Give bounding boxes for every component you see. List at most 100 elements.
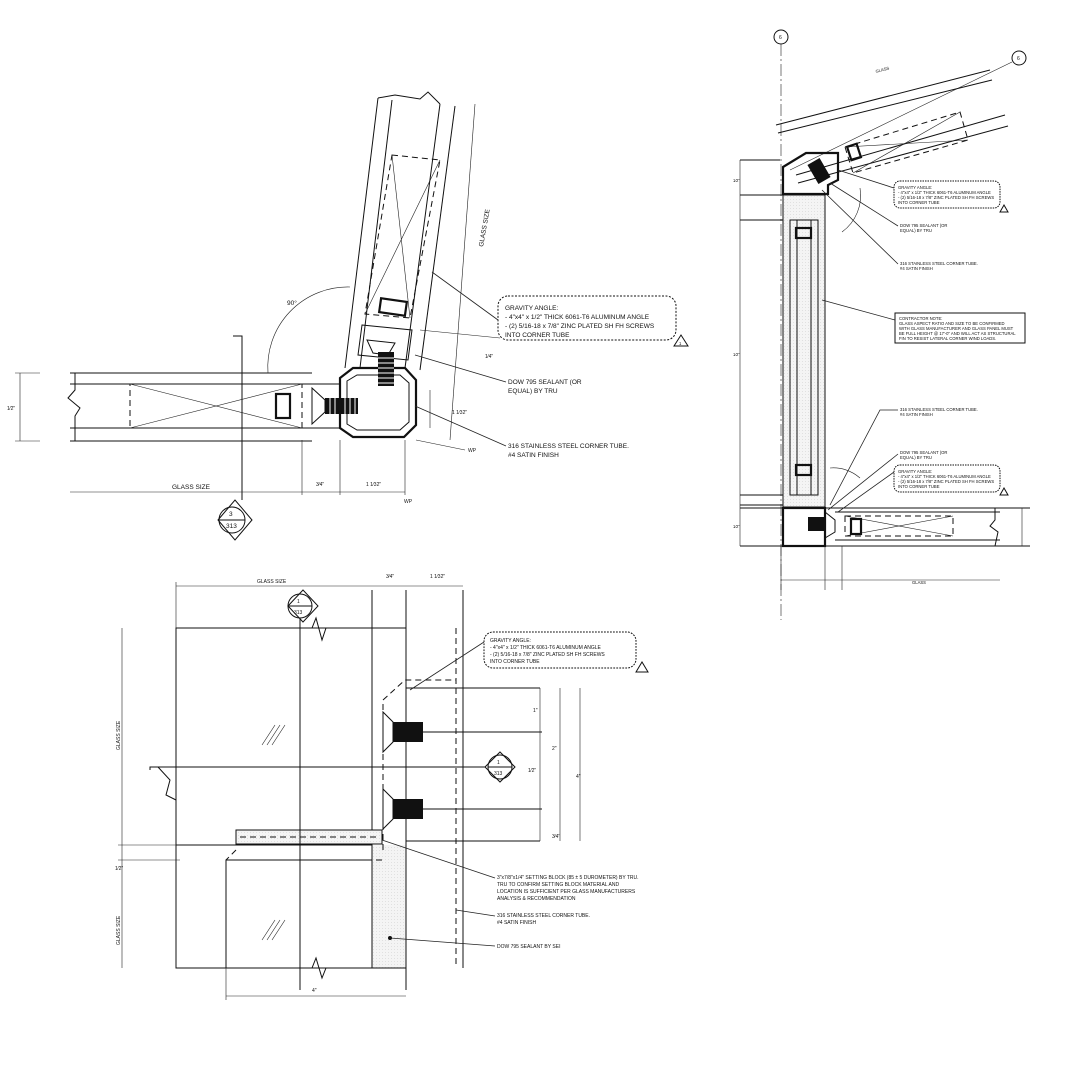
svg-text:GRAVITY ANGLE:: GRAVITY ANGLE: xyxy=(898,469,932,474)
svg-text:INTO CORNER TUBE: INTO CORNER TUBE xyxy=(490,659,540,665)
section-sheet: 313 xyxy=(226,523,237,530)
glass-size-label-vertical: GLASS SIZE xyxy=(478,208,492,247)
grid-bubble-2: 6 xyxy=(1011,50,1027,66)
svg-text:316 STAINLESS STEEL CORNER TUB: 316 STAINLESS STEEL CORNER TUBE. xyxy=(900,261,978,266)
corner-tube-bottom: GLASS xyxy=(740,506,1030,585)
angled-glass-top: GLASS xyxy=(775,65,1009,184)
svg-text:4": 4" xyxy=(576,774,581,780)
svg-text:313: 313 xyxy=(294,610,303,616)
svg-text:INTO CORNER TUBE: INTO CORNER TUBE xyxy=(898,200,940,205)
dim-c: 3⁄4" xyxy=(316,482,324,488)
svg-text:#4 SATIN FINISH: #4 SATIN FINISH xyxy=(900,266,933,271)
svg-text:DOW 795 SEALANT (OR: DOW 795 SEALANT (OR xyxy=(508,379,582,386)
svg-text:313: 313 xyxy=(494,771,503,777)
svg-text:EQUAL) BY TRU: EQUAL) BY TRU xyxy=(508,388,558,395)
detail-1-corner-plan: 90° 3 313 GLASS SIZE 3⁄4" 1 1⁄32" WP 1⁄2… xyxy=(7,91,689,541)
svg-text:3⁄4": 3⁄4" xyxy=(386,574,394,580)
glass-label-top: GLASS xyxy=(875,65,890,73)
svg-text:- (2) 5/16-18 x 7/8" ZINC PLAT: - (2) 5/16-18 x 7/8" ZINC PLATED SH FH S… xyxy=(505,323,655,330)
note-tube-2: 316 STAINLESS STEEL CORNER TUBE. #4 SATI… xyxy=(900,407,978,417)
dim-b: 1 1⁄32" xyxy=(452,410,467,416)
corner-tube xyxy=(338,366,418,439)
svg-text:WITH GLASS MANUFACTURER AND GL: WITH GLASS MANUFACTURER AND GLASS PANEL … xyxy=(899,326,1014,331)
angle-label: 90° xyxy=(287,299,297,307)
note-setting-block: 3"x7/8"x1/4" SETTING BLOCK (85 ± 5 DUROM… xyxy=(497,875,639,902)
angle-arc xyxy=(267,286,351,374)
svg-text:316 STAINLESS STEEL CORNER TUB: 316 STAINLESS STEEL CORNER TUBE. xyxy=(900,407,978,412)
svg-text:#4 SATIN FINISH: #4 SATIN FINISH xyxy=(497,920,536,926)
dim-mid: 1⁄2" xyxy=(733,352,740,357)
svg-text:1⁄2": 1⁄2" xyxy=(528,768,536,774)
svg-text:316 STAINLESS STEEL CORNER TUB: 316 STAINLESS STEEL CORNER TUBE. xyxy=(497,913,590,919)
svg-text:1⁄2": 1⁄2" xyxy=(115,866,123,872)
glass-size-label-horizontal: GLASS SIZE xyxy=(172,484,211,491)
detail-2-corner-section: 6 6 GLASS xyxy=(733,29,1030,620)
section-marker-3[interactable]: 3 313 xyxy=(217,499,253,541)
svg-text:DOW 795 SEALANT (OR: DOW 795 SEALANT (OR xyxy=(900,450,947,455)
glass-label-bottom: GLASS xyxy=(912,580,926,585)
note-sealant: DOW 795 SEALANT (OR EQUAL) BY TRU xyxy=(508,379,582,395)
svg-text:GLASS SIZE: GLASS SIZE xyxy=(116,720,122,750)
svg-text:FIN TO RESIST LATERAL CORNER W: FIN TO RESIST LATERAL CORNER WIND LOADS. xyxy=(899,336,996,341)
dim-d: 1 1⁄32" xyxy=(366,482,381,488)
vertical-glass xyxy=(782,194,826,508)
svg-text:INTO CORNER TUBE: INTO CORNER TUBE xyxy=(505,332,570,339)
detail-3-corner-elevation: 1 313 1 313 GLASS SIZE 3⁄4" 1 1⁄32" 4" G… xyxy=(115,574,649,1000)
angled-glass-panel xyxy=(344,91,456,371)
svg-text:GRAVITY ANGLE:: GRAVITY ANGLE: xyxy=(898,185,932,190)
svg-text:1": 1" xyxy=(533,708,538,714)
svg-text:DOW 795 SEALANT BY SEI: DOW 795 SEALANT BY SEI xyxy=(497,944,560,950)
svg-text:TRU TO CONFIRM SETTING BLOCK M: TRU TO CONFIRM SETTING BLOCK MATERIAL AN… xyxy=(497,882,619,888)
svg-text:INTO CORNER TUBE: INTO CORNER TUBE xyxy=(898,484,940,489)
svg-text:DOW 795 SEALANT (OR: DOW 795 SEALANT (OR xyxy=(900,223,947,228)
svg-text:1: 1 xyxy=(497,760,500,766)
note-contractor: CONTRACTOR NOTE: GLASS ASPECT RATIO AND … xyxy=(894,312,1026,344)
note-sealant-1: DOW 795 SEALANT (OR EQUAL) BY TRU xyxy=(900,223,947,233)
svg-text:- (2) 5/16-18 x 7/8" ZINC PLAT: - (2) 5/16-18 x 7/8" ZINC PLATED SH FH S… xyxy=(898,479,994,484)
wp-label-2: WP xyxy=(404,499,413,505)
svg-text:6: 6 xyxy=(779,35,782,41)
svg-text:GRAVITY ANGLE:: GRAVITY ANGLE: xyxy=(505,305,558,312)
note-gravity-2: GRAVITY ANGLE: - 4"x4" x 1/2" THICK 6061… xyxy=(893,464,1009,496)
svg-text:#4 SATIN FINISH: #4 SATIN FINISH xyxy=(508,452,559,459)
svg-text:1: 1 xyxy=(679,341,682,346)
wp-label-1: WP xyxy=(468,448,477,454)
callout-marker-1[interactable]: 1 313 xyxy=(484,751,516,783)
svg-text:#4 SATIN FINISH: #4 SATIN FINISH xyxy=(900,412,933,417)
svg-text:- (2) 5/16-18 x 7/8" ZINC PLAT: - (2) 5/16-18 x 7/8" ZINC PLATED SH FH S… xyxy=(490,652,605,658)
svg-text:1: 1 xyxy=(297,599,300,605)
svg-text:- 4"x4" x 1/2" THICK 6061-T6 A: - 4"x4" x 1/2" THICK 6061-T6 ALUMINUM AN… xyxy=(490,645,601,651)
note-tube-1: 316 STAINLESS STEEL CORNER TUBE. #4 SATI… xyxy=(900,261,978,271)
dim-left: 1⁄2" xyxy=(7,406,15,412)
svg-text:EQUAL) BY TRU: EQUAL) BY TRU xyxy=(900,228,932,233)
svg-text:3⁄4": 3⁄4" xyxy=(552,834,560,840)
svg-text:ANALYSIS & RECOMMENDATION: ANALYSIS & RECOMMENDATION xyxy=(497,896,576,902)
svg-text:GRAVITY ANGLE:: GRAVITY ANGLE: xyxy=(490,638,531,644)
screw-lower xyxy=(382,787,542,831)
section-marker-1[interactable]: 1 313 xyxy=(287,589,319,623)
svg-text:4": 4" xyxy=(312,988,317,994)
note-gravity-angle: GRAVITY ANGLE: - 4"x4" x 1/2" THICK 6061… xyxy=(497,295,689,347)
note-gravity-detail-3: GRAVITY ANGLE: - 4"x4" x 1/2" THICK 6061… xyxy=(483,631,649,673)
svg-text:EQUAL) BY TRU: EQUAL) BY TRU xyxy=(900,455,932,460)
dim-top: 1⁄2" xyxy=(733,178,740,183)
grid-bubble-1: 6 xyxy=(773,29,789,45)
svg-text:2": 2" xyxy=(552,746,557,752)
svg-text:BE FULL HEIGHT @ 17'-0" AND WI: BE FULL HEIGHT @ 17'-0" AND WILL ACT AS … xyxy=(899,331,1016,336)
dim-a: 1⁄4" xyxy=(485,354,493,360)
svg-text:LOCATION IS SUFFICIENT PER GLA: LOCATION IS SUFFICIENT PER GLASS MANUFAC… xyxy=(497,889,636,895)
horizontal-glass-panel xyxy=(67,372,341,442)
svg-text:- 4"x4" x 1/2" THICK 6061-T6 A: - 4"x4" x 1/2" THICK 6061-T6 ALUMINUM AN… xyxy=(898,190,991,195)
svg-text:6: 6 xyxy=(1017,56,1020,62)
note-corner-tube: 316 STAINLESS STEEL CORNER TUBE. #4 SATI… xyxy=(508,443,629,459)
svg-text:GLASS SIZE: GLASS SIZE xyxy=(257,579,287,585)
note-gravity-1: GRAVITY ANGLE: - 4"x4" x 1/2" THICK 6061… xyxy=(893,180,1009,213)
screw-vertical xyxy=(378,352,394,386)
section-number: 3 xyxy=(229,511,233,518)
svg-text:- 4"x4" x 1/2" THICK 6061-T6 A: - 4"x4" x 1/2" THICK 6061-T6 ALUMINUM AN… xyxy=(898,474,991,479)
svg-text:GLASS SIZE: GLASS SIZE xyxy=(116,915,122,945)
note-sealant-2: DOW 795 SEALANT (OR EQUAL) BY TRU xyxy=(900,450,947,460)
svg-text:- (2) 5/16-18 x 7/8" ZINC PLAT: - (2) 5/16-18 x 7/8" ZINC PLATED SH FH S… xyxy=(898,195,994,200)
svg-text:- 4"x4" x 1/2" THICK 6061-T6 A: - 4"x4" x 1/2" THICK 6061-T6 ALUMINUM AN… xyxy=(505,314,650,321)
